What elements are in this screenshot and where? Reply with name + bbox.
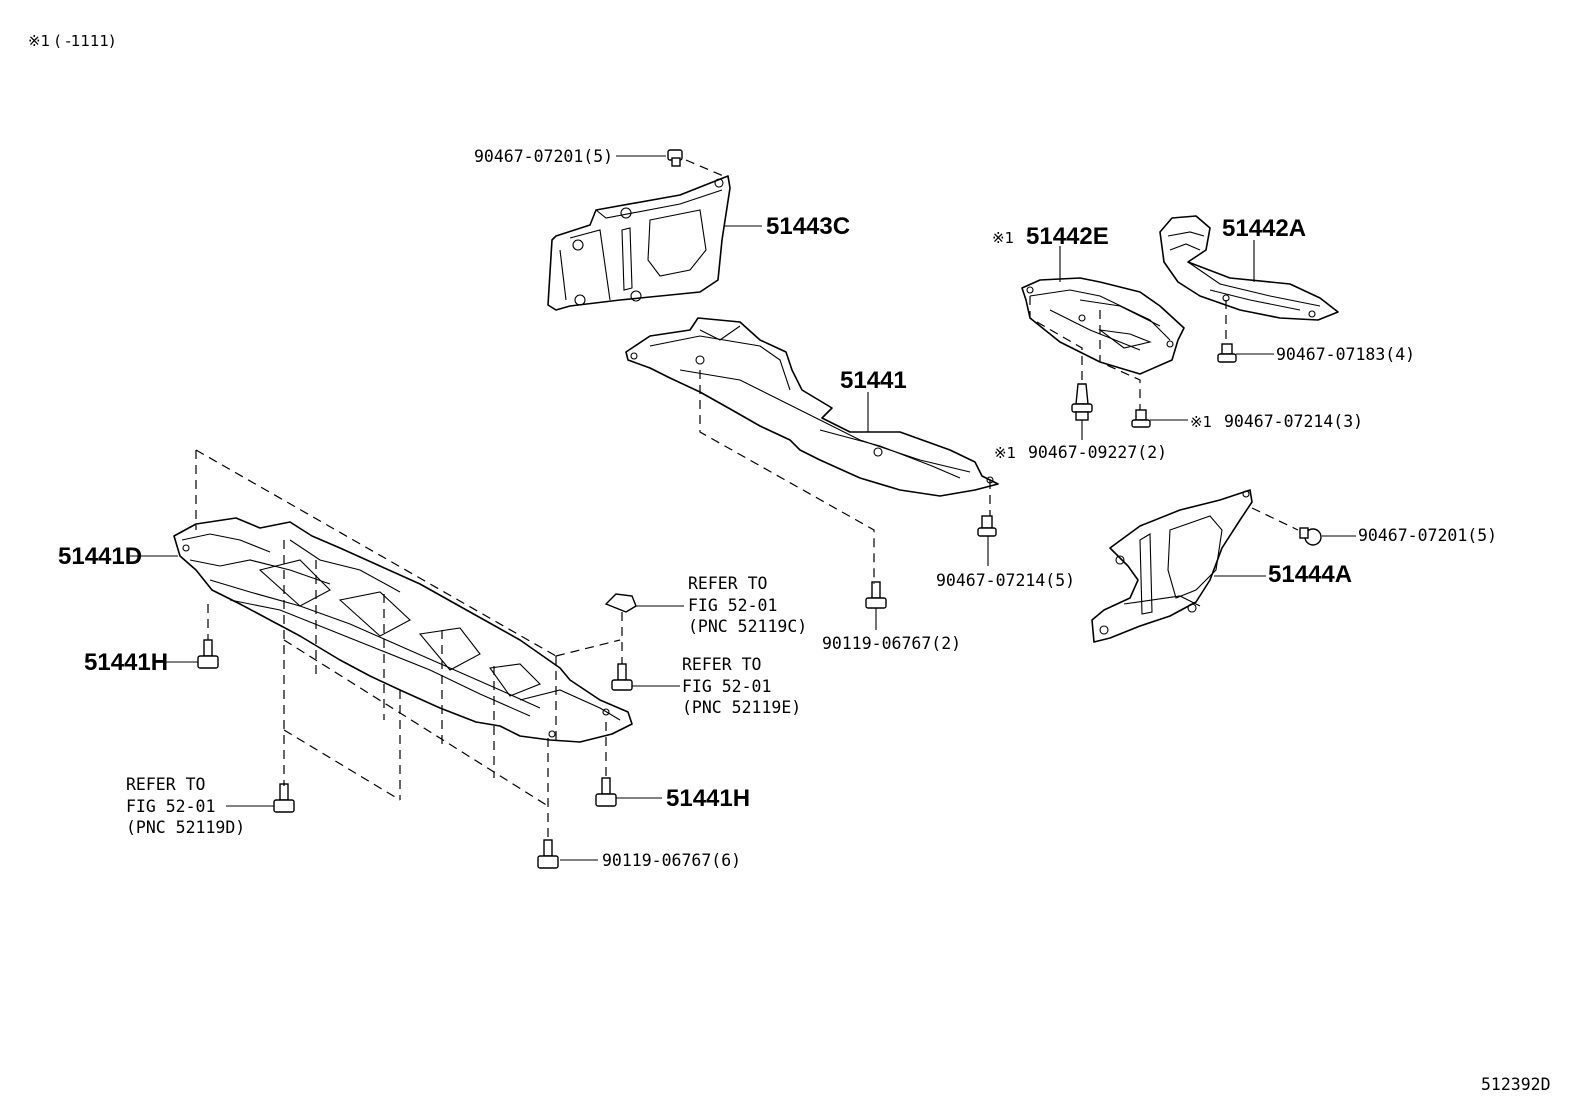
refer-line: REFER TO — [682, 655, 761, 674]
label-51441H-right: 51441H — [666, 785, 750, 812]
refer-block-52119E: REFER TO FIG 52-01 (PNC 52119E) — [682, 655, 801, 717]
part-51442E-drawing — [1021, 277, 1185, 375]
refer-line: FIG 52-01 — [682, 677, 771, 696]
part-51441-drawing — [625, 317, 999, 497]
refer-line: FIG 52-01 — [688, 596, 777, 615]
fastener-bolt-06767-6 — [537, 839, 559, 869]
part-51441D-drawing — [173, 517, 633, 743]
part-51444A-drawing — [1091, 489, 1253, 643]
label-51441H-left: 51441H — [84, 649, 168, 676]
mark-90467-09227: ※1 — [994, 444, 1016, 462]
fastener-clip-07214-3 — [1131, 409, 1151, 428]
mark-51442E: ※1 — [992, 229, 1014, 247]
fastener-bolt-06767-2 — [865, 581, 887, 609]
refer-line: (PNC 52119E) — [682, 698, 801, 717]
fastener-bolt-52119E — [611, 663, 633, 691]
refer-block-52119D: REFER TO FIG 52-01 (PNC 52119D) — [126, 775, 245, 837]
mark-90467-07214-3: ※1 — [1190, 413, 1212, 431]
label-90467-07183: 90467-07183(4) — [1276, 345, 1415, 364]
fastener-bolt-52119D — [273, 783, 295, 813]
label-90119-06767-2: 90119-06767(2) — [822, 634, 961, 653]
refer-line: REFER TO — [126, 775, 205, 794]
label-51442A: 51442A — [1222, 215, 1306, 242]
label-90467-07214-3: 90467-07214(3) — [1224, 412, 1363, 431]
part-51442A-drawing — [1159, 215, 1339, 321]
figure-code: 512392D — [1481, 1075, 1551, 1094]
refer-line: REFER TO — [688, 574, 767, 593]
fastener-clip-07214-5 — [977, 515, 997, 537]
part-51443C-drawing — [547, 175, 731, 311]
label-90467-07214-5: 90467-07214(5) — [936, 571, 1075, 590]
label-51441: 51441 — [840, 367, 907, 394]
fastener-bolt-07183 — [1217, 343, 1237, 363]
label-51441D: 51441D — [58, 543, 142, 570]
label-90119-06767-6: 90119-06767(6) — [602, 851, 741, 870]
label-90467-07201-right: 90467-07201(5) — [1358, 526, 1497, 545]
label-51442E: 51442E — [1026, 223, 1109, 250]
label-90467-09227: 90467-09227(2) — [1028, 443, 1167, 462]
fastener-bolt-51441H-left — [197, 639, 219, 669]
fastener-clip-07201-right — [1299, 527, 1322, 546]
refer-line: (PNC 52119D) — [126, 818, 245, 837]
refer-line: FIG 52-01 — [126, 797, 215, 816]
label-90467-07201-top: 90467-07201(5) — [474, 147, 613, 166]
fastener-clip-09227 — [1071, 383, 1093, 421]
label-51444A: 51444A — [1268, 561, 1352, 588]
refer-block-52119C: REFER TO FIG 52-01 (PNC 52119C) — [688, 574, 807, 636]
refer-line: (PNC 52119C) — [688, 617, 807, 636]
alignment-lines — [195, 159, 1299, 842]
label-51443C: 51443C — [766, 213, 850, 240]
fastener-clip-07201-top — [667, 149, 683, 167]
fastener-bolt-51441H-right — [595, 777, 617, 807]
applicability-note: ※1 ( -1111) — [28, 32, 115, 50]
leader-lines — [130, 155, 1356, 861]
fastener-clip-52119C — [604, 593, 637, 613]
